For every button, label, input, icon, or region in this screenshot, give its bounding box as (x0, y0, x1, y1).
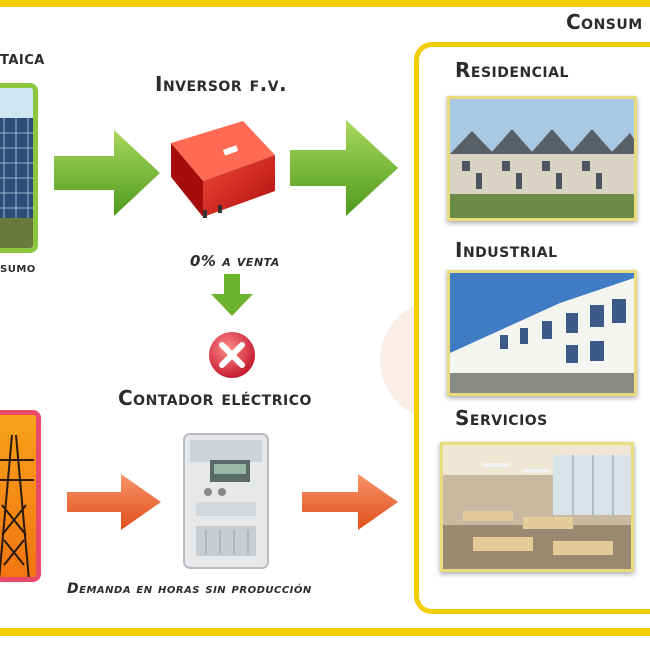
industrial-photo (447, 270, 637, 396)
inversor-label: Inversor f.v. (155, 72, 288, 96)
electric-meter-icon (183, 433, 269, 569)
factory-icon (450, 273, 634, 393)
houses-icon (450, 99, 634, 218)
residencial-label: Residencial (455, 58, 569, 82)
office-icon (443, 445, 631, 569)
bottom-yellow-band (0, 628, 650, 636)
green-arrow-right-1 (54, 130, 160, 216)
fotovoltaica-label: taica (0, 48, 45, 69)
electric-tower-icon (0, 415, 36, 577)
green-arrow-down (211, 274, 253, 316)
autoconsumo-label: sumo (0, 260, 36, 276)
demanda-label: Demanda en horas sin producción (67, 581, 312, 597)
industrial-label: Industrial (455, 238, 558, 262)
top-yellow-band (0, 0, 650, 7)
orange-arrow-right-2 (302, 474, 398, 530)
residencial-photo (447, 96, 637, 221)
power-tower-image (0, 410, 41, 582)
green-arrow-right-2 (290, 120, 398, 216)
servicios-label: Servicios (455, 406, 548, 430)
solar-panels-image (0, 83, 38, 253)
solar-panel-icon (0, 88, 33, 248)
venta-label: 0% a venta (190, 252, 280, 270)
orange-arrow-right-1 (67, 474, 161, 530)
red-x-circle-icon (209, 332, 255, 378)
contador-label: Contador eléctrico (118, 386, 312, 410)
inverter-icon (171, 121, 275, 218)
servicios-photo (440, 442, 634, 572)
consumo-label: Consum (566, 10, 643, 34)
